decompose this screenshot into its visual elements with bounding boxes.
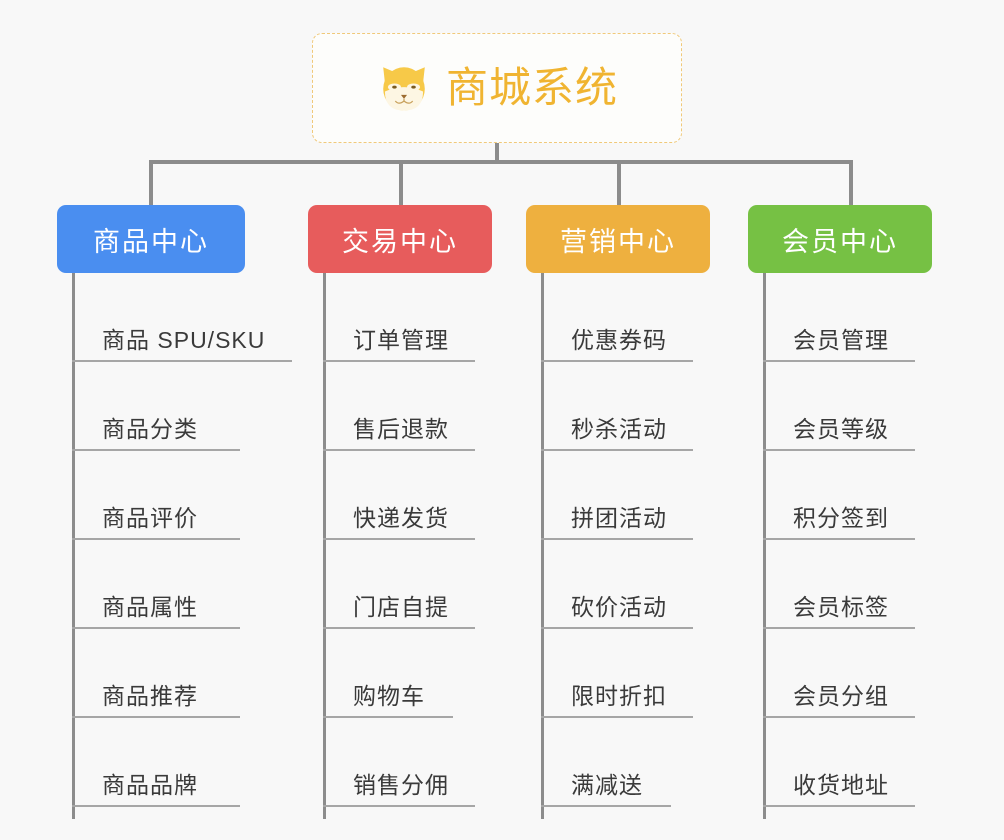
connector-root-stem <box>495 143 499 163</box>
list-item[interactable]: 快递发货 <box>323 451 492 540</box>
leaf-label: 销售分佣 <box>353 772 449 798</box>
leaf-label: 商品推荐 <box>102 683 198 709</box>
leaf-label: 商品 SPU/SKU <box>102 327 266 353</box>
leaf-list-1: 商品 SPU/SKU 商品分类 商品评价 商品属性 商品推荐 商品品牌 <box>57 273 292 807</box>
list-item[interactable]: 销售分佣 <box>323 718 492 807</box>
list-item[interactable]: 会员等级 <box>763 362 932 451</box>
list-item[interactable]: 砍价活动 <box>541 540 710 629</box>
list-item[interactable]: 会员分组 <box>763 629 932 718</box>
shiba-dog-face-icon <box>383 67 425 111</box>
leaf-list-2: 订单管理 售后退款 快递发货 门店自提 购物车 销售分佣 <box>308 273 492 807</box>
leaf-label: 积分签到 <box>793 505 889 531</box>
category-column-3: 营销中心 优惠券码 秒杀活动 拼团活动 砍价活动 限时折扣 满减送 <box>526 205 710 819</box>
connector-drop-1 <box>149 160 153 207</box>
leaf-label: 商品评价 <box>102 505 198 531</box>
leaf-label: 砍价活动 <box>571 594 667 620</box>
leaf-label: 会员管理 <box>793 327 889 353</box>
category-column-2: 交易中心 订单管理 售后退款 快递发货 门店自提 购物车 销售分佣 <box>308 205 492 819</box>
category-box-4[interactable]: 会员中心 <box>748 205 932 273</box>
category-column-1: 商品中心 商品 SPU/SKU 商品分类 商品评价 商品属性 商品推荐 商品品牌 <box>57 205 292 819</box>
list-item[interactable]: 购物车 <box>323 629 492 718</box>
root-node-title: 商城系统 <box>445 64 618 111</box>
list-item[interactable]: 会员管理 <box>763 273 932 362</box>
leaf-label: 秒杀活动 <box>571 416 667 442</box>
leaf-label: 订单管理 <box>353 327 449 353</box>
list-item[interactable]: 收货地址 <box>763 718 932 807</box>
list-item[interactable]: 商品 SPU/SKU <box>72 273 292 362</box>
category-box-4-label: 会员中心 <box>782 226 898 257</box>
connector-horizontal-bar <box>149 160 853 164</box>
category-box-1-label: 商品中心 <box>93 226 209 257</box>
leaf-label: 优惠券码 <box>571 327 667 353</box>
list-item[interactable]: 秒杀活动 <box>541 362 710 451</box>
leaf-label: 满减送 <box>571 772 643 798</box>
list-item[interactable]: 优惠券码 <box>541 273 710 362</box>
list-item[interactable]: 积分签到 <box>763 451 932 540</box>
connector-drop-2 <box>399 160 403 207</box>
list-item[interactable]: 拼团活动 <box>541 451 710 540</box>
leaf-label: 收货地址 <box>793 772 889 798</box>
leaf-label: 会员标签 <box>793 594 889 620</box>
list-item[interactable]: 商品推荐 <box>72 629 245 718</box>
category-box-3-label: 营销中心 <box>560 226 676 257</box>
list-item[interactable]: 门店自提 <box>323 540 492 629</box>
leaf-label: 售后退款 <box>353 416 449 442</box>
leaf-label: 快递发货 <box>353 505 449 531</box>
category-box-3[interactable]: 营销中心 <box>526 205 710 273</box>
list-item[interactable]: 限时折扣 <box>541 629 710 718</box>
list-item[interactable]: 售后退款 <box>323 362 492 451</box>
column-spine-3 <box>541 273 544 819</box>
category-box-2[interactable]: 交易中心 <box>308 205 492 273</box>
list-item[interactable]: 商品评价 <box>72 451 245 540</box>
leaf-label: 商品分类 <box>102 416 198 442</box>
list-item[interactable]: 满减送 <box>541 718 710 807</box>
leaf-label: 限时折扣 <box>571 683 667 709</box>
list-item[interactable]: 商品属性 <box>72 540 245 629</box>
list-item[interactable]: 商品分类 <box>72 362 245 451</box>
column-spine-2 <box>323 273 326 819</box>
column-spine-4 <box>763 273 766 819</box>
leaf-label: 会员分组 <box>793 683 889 709</box>
list-item[interactable]: 商品品牌 <box>72 718 245 807</box>
leaf-label: 门店自提 <box>353 594 449 620</box>
connector-drop-4 <box>849 160 853 207</box>
category-box-2-label: 交易中心 <box>342 226 458 257</box>
list-item[interactable]: 订单管理 <box>323 273 492 362</box>
column-spine-1 <box>72 273 75 819</box>
leaf-label: 商品品牌 <box>102 772 198 798</box>
root-node-mall-system[interactable]: 商城系统 <box>312 33 682 143</box>
leaf-label: 购物车 <box>353 683 425 709</box>
leaf-label: 会员等级 <box>793 416 889 442</box>
category-column-4: 会员中心 会员管理 会员等级 积分签到 会员标签 会员分组 收货地址 <box>748 205 932 819</box>
category-box-1[interactable]: 商品中心 <box>57 205 245 273</box>
leaf-label: 拼团活动 <box>571 505 667 531</box>
leaf-list-3: 优惠券码 秒杀活动 拼团活动 砍价活动 限时折扣 满减送 <box>526 273 710 807</box>
leaf-label: 商品属性 <box>102 594 198 620</box>
list-item[interactable]: 会员标签 <box>763 540 932 629</box>
leaf-list-4: 会员管理 会员等级 积分签到 会员标签 会员分组 收货地址 <box>748 273 932 807</box>
connector-drop-3 <box>617 160 621 207</box>
